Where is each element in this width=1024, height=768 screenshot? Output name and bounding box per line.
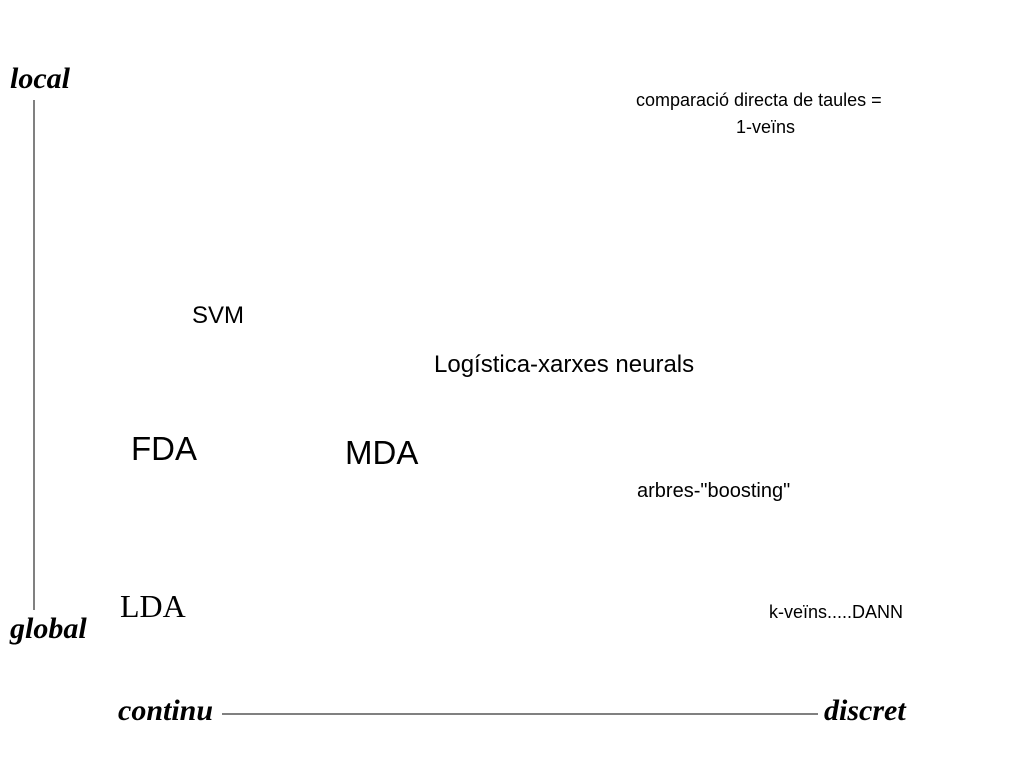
method-comparacio-line2: 1-veïns xyxy=(736,117,796,137)
method-arbres: arbres-"boosting" xyxy=(637,480,791,502)
method-kveins: k-veïns.....DANN xyxy=(769,602,904,622)
axis-label-continu: continu xyxy=(118,694,214,727)
axis-label-local: local xyxy=(10,62,70,95)
axis-label-discret: discret xyxy=(824,694,906,727)
method-fda: FDA xyxy=(131,430,197,467)
method-comparacio-line1: comparació directa de taules = xyxy=(636,90,882,110)
axis-label-global: global xyxy=(10,612,87,645)
method-mda: MDA xyxy=(345,434,419,471)
method-logistica: Logística-xarxes neurals xyxy=(434,351,695,378)
method-svm: SVM xyxy=(192,302,245,329)
method-lda: LDA xyxy=(120,588,186,624)
